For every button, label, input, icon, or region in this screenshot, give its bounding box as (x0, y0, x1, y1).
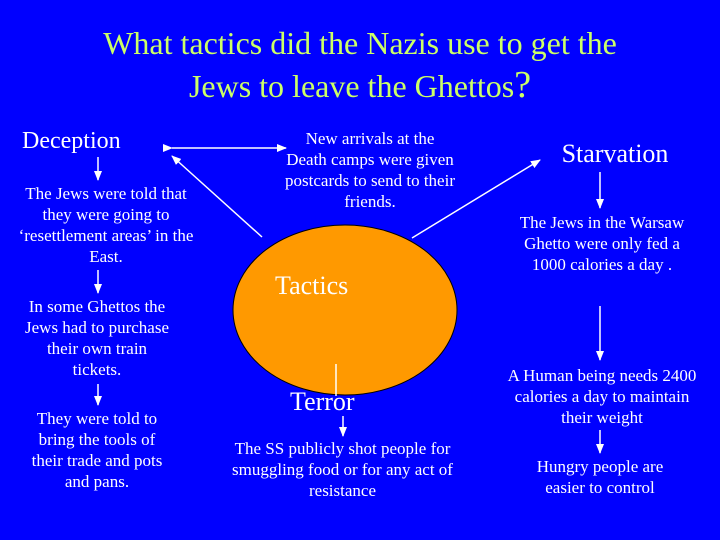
starvation-item-1: The Jews in the Warsaw Ghetto were only … (519, 213, 685, 274)
tactics-label: Tactics (275, 271, 349, 300)
deception-item-1: The Jews were told that they were going … (18, 184, 194, 266)
slide-title: What tactics did the Nazis use to get th… (30, 22, 690, 107)
arrow-ellipse-deception (171, 155, 263, 238)
terror-text: The SS publicly shot people for smugglin… (232, 439, 453, 500)
starvation-title: Starvation (561, 139, 669, 168)
starvation-item-3: Hungry people are easier to control (536, 457, 664, 497)
title-line-2-text: Jews to leave the Ghettos (188, 68, 515, 104)
title-line-2: Jews to leave the Ghettos? (30, 64, 690, 107)
arrow-ellipse-starvation (411, 159, 541, 239)
title-line-1: What tactics did the Nazis use to get th… (103, 25, 617, 61)
deception-item-3: They were told to bring the tools of the… (31, 409, 163, 491)
deception-title: Deception (22, 128, 121, 154)
tactics-ellipse (232, 224, 458, 396)
terror-title: Terror (290, 387, 355, 416)
title-question-mark: ? (514, 64, 532, 106)
deception-item-2: In some Ghettos the Jews had to purchase… (25, 297, 169, 379)
starvation-item-2: A Human being needs 2400 calories a day … (507, 366, 697, 427)
postcards-text: New arrivals at the Death camps were giv… (285, 129, 455, 211)
